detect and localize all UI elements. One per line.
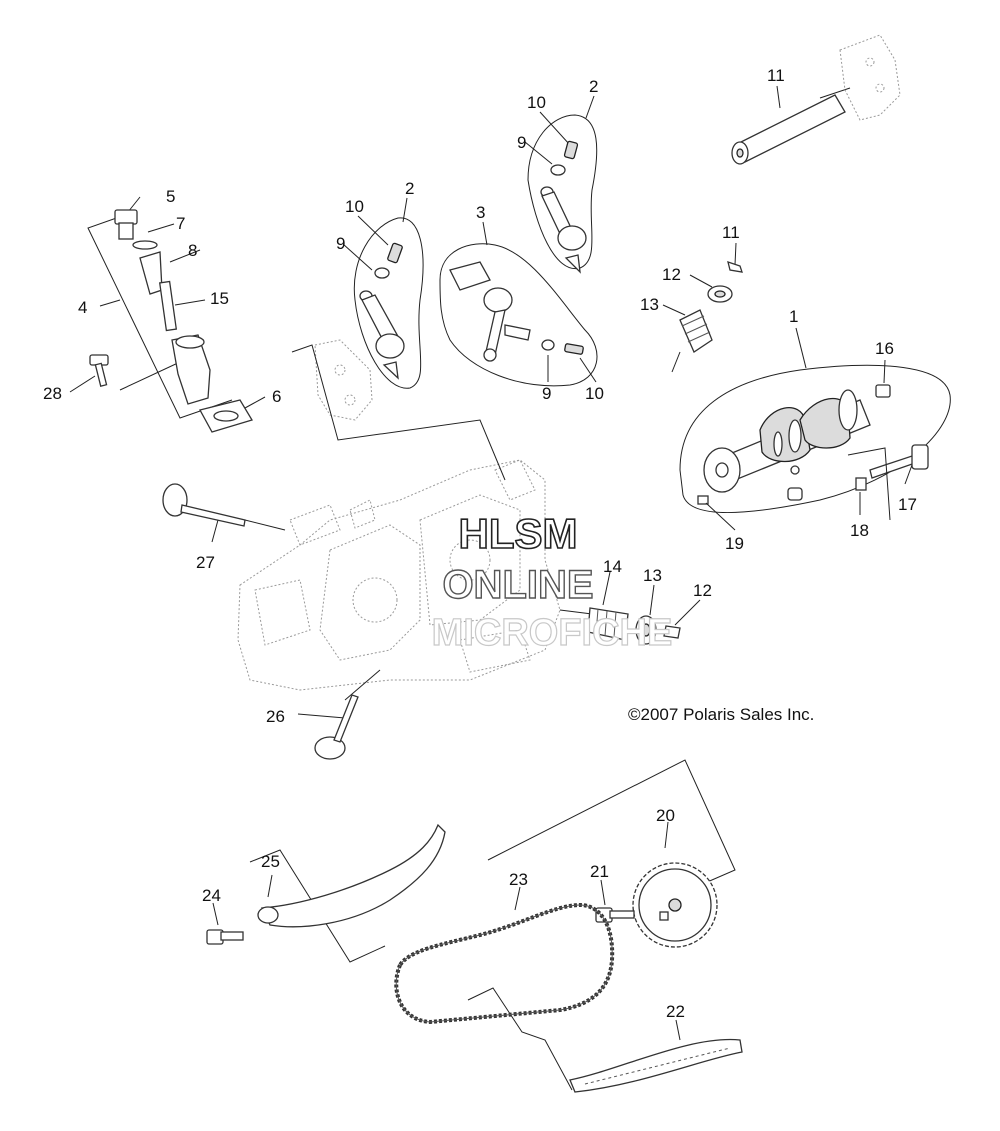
callout-18: 18 [850, 521, 869, 540]
callout-27: 27 [196, 553, 215, 572]
cam-chain [394, 902, 615, 1025]
tensioner-pivot-bolt [206, 929, 244, 945]
callout-10b: 10 [345, 197, 364, 216]
callout-13b: 13 [643, 566, 662, 585]
watermark-line-3: MICROFICHE [432, 612, 673, 654]
cylinder-head [237, 459, 561, 691]
callout-9a: 9 [517, 133, 526, 152]
callout-6: 6 [272, 387, 281, 406]
chain-tensioner-blade [257, 823, 446, 928]
callout-17: 17 [898, 495, 917, 514]
callout-labels: 1 2 2 3 4 5 6 7 8 9 9 9 10 10 10 11 11 1… [43, 66, 917, 1021]
callout-13a: 13 [640, 295, 659, 314]
callout-9b: 9 [336, 234, 345, 253]
callout-21: 21 [590, 862, 609, 881]
callout-9c: 9 [542, 384, 551, 403]
rocker-group-right [527, 114, 598, 274]
valve-spring-upper [679, 261, 743, 353]
watermark-line-2: ONLINE [442, 563, 593, 607]
callout-4: 4 [78, 298, 87, 317]
callout-16: 16 [875, 339, 894, 358]
rocker-group-left [353, 217, 424, 389]
intake-valve [162, 483, 246, 527]
chain-guide-lower [569, 1038, 743, 1093]
callout-26: 26 [266, 707, 285, 726]
callout-10c: 10 [585, 384, 604, 403]
valve-spring-lower [587, 607, 681, 645]
callout-24: 24 [202, 886, 221, 905]
callout-2a: 2 [589, 77, 598, 96]
callout-2b: 2 [405, 179, 414, 198]
callout-7: 7 [176, 214, 185, 233]
watermark-line-1: HLSM [459, 510, 578, 557]
callout-23: 23 [509, 870, 528, 889]
callout-12b: 12 [693, 581, 712, 600]
callout-8: 8 [188, 241, 197, 260]
head-group-bracket [291, 344, 506, 481]
cam-sprocket [632, 862, 718, 948]
leader-lines [69, 85, 913, 1091]
tensioner-assembly [89, 209, 253, 433]
callout-25: 25 [261, 852, 280, 871]
callout-14: 14 [603, 557, 622, 576]
exhaust-valve [314, 694, 359, 760]
callout-28: 28 [43, 384, 62, 403]
callout-19: 19 [725, 534, 744, 553]
watermark: HLSM ONLINE MICROFICHE [431, 509, 673, 654]
callout-22: 22 [666, 1002, 685, 1021]
callout-12a: 12 [662, 265, 681, 284]
camshaft-group [679, 364, 951, 521]
callout-15: 15 [210, 289, 229, 308]
callout-20: 20 [656, 806, 675, 825]
callout-3: 3 [476, 203, 485, 222]
rocker-cover-ghost [314, 339, 373, 421]
callout-1: 1 [789, 307, 798, 326]
rocker-shaft [731, 34, 901, 165]
rocker-group-center [439, 243, 598, 387]
copyright-notice: ©2007 Polaris Sales Inc. [628, 705, 814, 724]
callout-11a: 11 [767, 66, 785, 85]
callout-5: 5 [166, 187, 175, 206]
callout-10a: 10 [527, 93, 546, 112]
callout-11b: 11 [722, 223, 740, 242]
